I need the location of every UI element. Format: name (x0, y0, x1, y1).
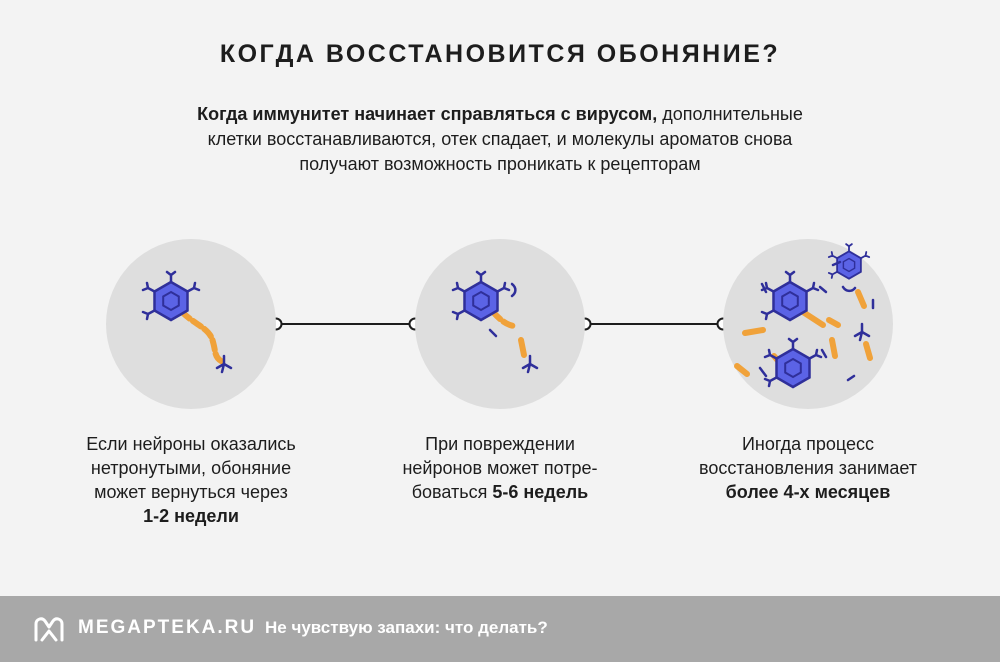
stage-3-illustration (723, 239, 893, 409)
footer-bar: MEGAPTEKA.RU Не чувствую запахи: что дел… (0, 596, 1000, 662)
stage-1-duration: 1-2 недели (143, 506, 239, 526)
stage-2-duration: 5-6 недель (492, 482, 589, 502)
intro-line2: клетки восстанавливаются, отек спадает, … (207, 129, 793, 149)
neuron-icon (734, 243, 875, 389)
connector-1 (269, 317, 422, 331)
brand-link[interactable]: MEGAPTEKA.RU (78, 617, 257, 638)
intro-text: Когда иммунитет начинает справляться с в… (130, 102, 870, 177)
page-title: КОГДА ВОССТАНОВИТСЯ ОБОНЯНИЕ? (219, 40, 781, 68)
intro-line1-rest: дополнительные (657, 104, 803, 124)
logo-m-icon[interactable] (33, 615, 65, 643)
neuron-icon (141, 270, 233, 374)
stage-1-illustration (106, 239, 276, 409)
article-link[interactable]: Не чувствую запахи: что делать? (265, 618, 548, 637)
stage-1-caption: Если нейроны оказались нетронутыми, обон… (86, 434, 296, 526)
intro-bold: Когда иммунитет начинает справляться с в… (197, 104, 658, 124)
stage-2-illustration (415, 239, 585, 409)
stage-2-caption: При повреждении нейронов может потре- бо… (402, 434, 598, 502)
stage-3-caption: Иногда процесс восстановления занимает б… (698, 434, 918, 502)
stage-3-duration: более 4-х месяцев (725, 482, 891, 502)
recovery-diagram (106, 239, 893, 409)
neuron-icon (451, 270, 539, 374)
intro-line3: получают возможность проникать к рецепто… (299, 154, 701, 174)
connector-2 (578, 317, 730, 331)
